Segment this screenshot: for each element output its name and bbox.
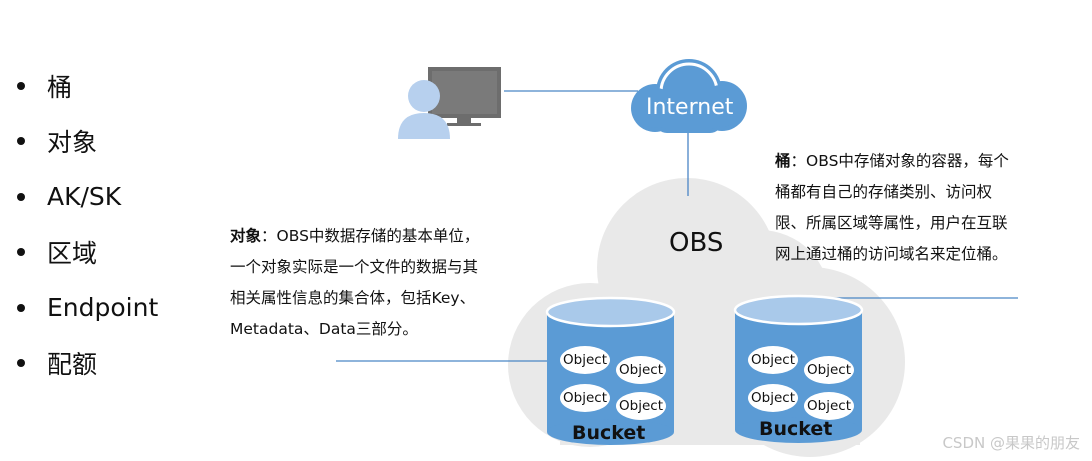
watermark: CSDN @果果的朋友 (942, 434, 1080, 452)
bullet-dot (17, 303, 25, 312)
object-label: Object (807, 362, 851, 378)
object-label: Object (563, 352, 607, 368)
bucket-cylinder (545, 296, 676, 445)
bullet-dot (17, 248, 25, 257)
list-item-label: 区域 (47, 239, 98, 269)
bucket-label: Bucket (759, 418, 833, 440)
internet-label: Internet (646, 95, 734, 120)
object-label: Object (619, 362, 663, 378)
object-label: Object (619, 398, 663, 414)
user-icon (398, 67, 501, 139)
list-item: 配额 (14, 336, 158, 392)
bucket-cylinder (733, 294, 864, 443)
object-label: Object (563, 390, 607, 406)
obs-label: OBS (669, 228, 724, 258)
list-item: 对象 (14, 114, 158, 170)
object-label: Object (807, 398, 851, 414)
list-item: AK/SK (14, 169, 158, 225)
bucket-description-text: ：OBS中存储对象的容器，每个桶都有自己的存储类别、访问权限、所属区域等属性，用… (775, 152, 1009, 263)
bullet-dot (17, 359, 25, 368)
concept-list: 桶 对象 AK/SK 区域 Endpoint 配额 (14, 58, 158, 391)
bullet-dot (17, 81, 25, 90)
bucket-description: 桶：OBS中存储对象的容器，每个桶都有自己的存储类别、访问权限、所属区域等属性，… (775, 146, 1020, 270)
list-item-label: AK/SK (47, 182, 122, 212)
object-term: 对象 (230, 227, 262, 245)
list-item-label: 对象 (47, 128, 98, 158)
internet-cloud-inner (636, 66, 742, 129)
object-description: 对象：OBS中数据存储的基本单位，一个对象实际是一个文件的数据与其相关属性信息的… (230, 221, 480, 345)
bucket-term: 桶 (775, 152, 791, 170)
list-item-label: 配额 (47, 350, 98, 380)
list-item-label: Endpoint (47, 293, 159, 323)
list-item: Endpoint (14, 280, 158, 336)
bucket-label: Bucket (572, 422, 646, 444)
list-item: 区域 (14, 225, 158, 281)
bullet-dot (17, 137, 25, 146)
object-label: Object (751, 390, 795, 406)
list-item: 桶 (14, 58, 158, 114)
list-item-label: 桶 (47, 72, 73, 102)
bullet-dot (17, 192, 25, 201)
object-label: Object (751, 352, 795, 368)
object-description-text: ：OBS中数据存储的基本单位，一个对象实际是一个文件的数据与其相关属性信息的集合… (230, 227, 480, 338)
